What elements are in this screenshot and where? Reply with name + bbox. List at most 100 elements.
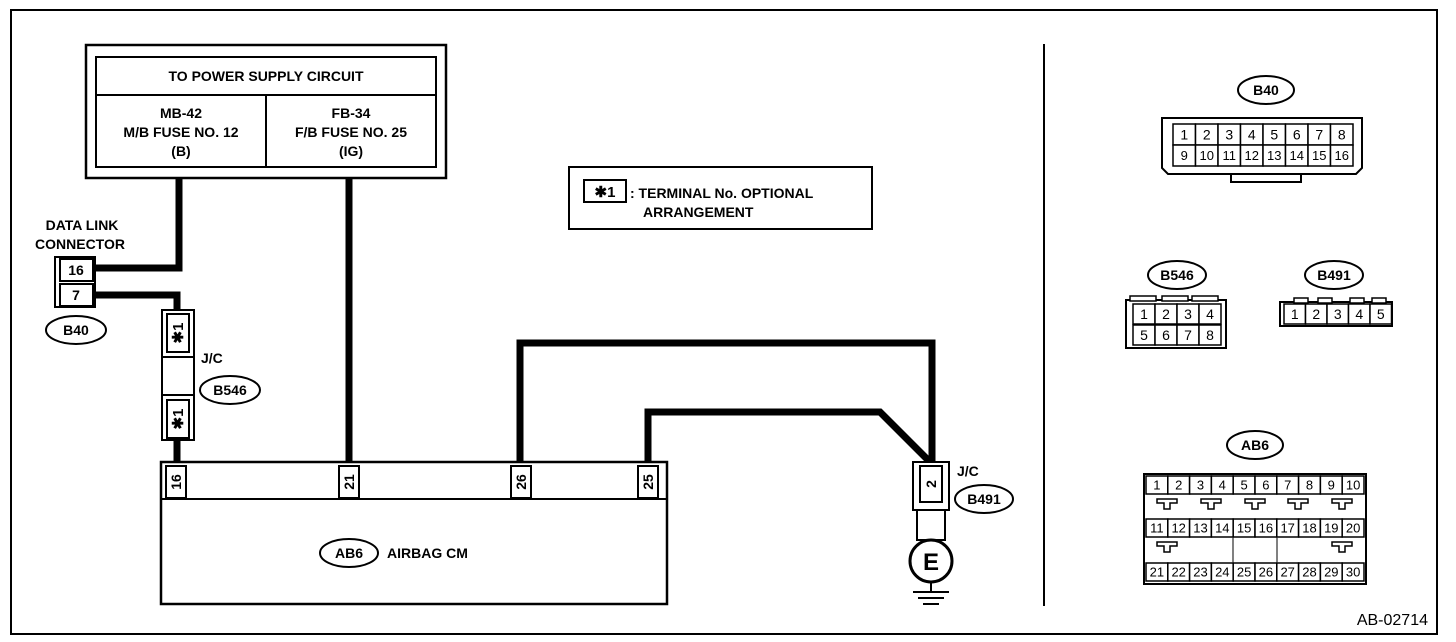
cm-terminal-21: 21: [341, 474, 357, 490]
airbag-cm: 16 21 26 25 AB6 AIRBAG CM: [159, 460, 669, 606]
dlc-pin-7: 7: [72, 287, 80, 303]
ab6-pin-13: 13: [1193, 521, 1207, 536]
b40-pin-6: 6: [1293, 127, 1301, 143]
ab6-view-tag: AB6: [1241, 437, 1269, 453]
b546-pin-1: 1: [1140, 306, 1148, 322]
ab6-pin-2: 2: [1175, 478, 1182, 493]
jc-b546-tag-oval: [199, 375, 261, 405]
ab6-pin-16: 16: [1259, 521, 1273, 536]
jc-b546-label: J/C: [201, 350, 223, 366]
fuse-mb-42-line3: (B): [171, 143, 190, 159]
fuse-fb-34-line2: F/B FUSE NO. 25: [295, 124, 407, 140]
ab6-shorting-clip: [1331, 498, 1353, 510]
b546-housing-tab: [1161, 295, 1189, 302]
b546-tag-oval: [1147, 260, 1207, 290]
ab6-pin-30: 30: [1346, 565, 1360, 580]
b491-housing-tab: [1349, 297, 1365, 304]
b491-pin-cell: [1369, 303, 1393, 325]
jc-b546-tag: B546: [213, 382, 247, 398]
ab6-shorting-clip: [1244, 498, 1266, 510]
b40-pin-3: 3: [1225, 127, 1233, 143]
ab6-pin-12: 12: [1171, 521, 1185, 536]
b491-view-tag: B491: [1317, 267, 1351, 283]
jc-b491-tag-oval: [954, 484, 1014, 514]
outer-frame: [10, 9, 1438, 635]
b40-pin-13: 13: [1267, 148, 1281, 163]
ab6-pin-28: 28: [1302, 565, 1316, 580]
legend-line2: ARRANGEMENT: [643, 204, 754, 220]
b40-pin-5: 5: [1270, 127, 1278, 143]
dlc-pin-16: 16: [68, 262, 84, 278]
b546-view-tag: B546: [1160, 267, 1194, 283]
ground-label: E: [923, 549, 939, 576]
dlc-label-line2: CONNECTOR: [35, 236, 125, 252]
ab6-pin-1: 1: [1153, 478, 1160, 493]
figure-id: AB-02714: [1357, 612, 1428, 629]
b40-pin-1: 1: [1180, 127, 1188, 143]
b491-pin-2: 2: [1312, 306, 1320, 322]
ab6-pin-cell: [1341, 562, 1365, 582]
cm-terminal-16: 16: [168, 474, 184, 490]
ab6-pin-18: 18: [1302, 521, 1316, 536]
legend-box: ✱1 : TERMINAL No. OPTIONAL ARRANGEMENT: [568, 166, 873, 230]
b491-housing-tab: [1371, 297, 1387, 304]
jc-b491-terminal: 2: [923, 480, 939, 488]
b40-pin-12: 12: [1245, 148, 1259, 163]
ab6-shorting-clip: [1287, 498, 1309, 510]
b491-housing-tab: [1293, 297, 1309, 304]
ab6-pin-8: 8: [1306, 478, 1313, 493]
b40-pin-16: 16: [1335, 148, 1349, 163]
legend-line1: : TERMINAL No. OPTIONAL: [630, 185, 814, 201]
b546-pin-8: 8: [1206, 327, 1214, 343]
ab6-pin-3: 3: [1197, 478, 1204, 493]
b40-pin-cell: [1329, 144, 1354, 167]
jc-b546-terminal-top: ✱1: [170, 323, 187, 344]
fuse-mb-42-line2: M/B FUSE NO. 12: [123, 124, 238, 140]
dlc-tag-oval: [45, 315, 107, 345]
cm-terminal-26: 26: [513, 474, 529, 490]
b40-pin-7: 7: [1315, 127, 1323, 143]
ab6-pin-14: 14: [1215, 521, 1229, 536]
b546-housing-tab: [1191, 295, 1219, 302]
ab6-pin-15: 15: [1237, 521, 1251, 536]
b40-pin-4: 4: [1248, 127, 1256, 143]
b40-pin-15: 15: [1312, 148, 1326, 163]
ab6-pin-7: 7: [1284, 478, 1291, 493]
ab6-shorting-clip: [1156, 541, 1178, 553]
ab6-pin-22: 22: [1171, 565, 1185, 580]
wires: [93, 178, 936, 467]
fuse-fb-34-line1: FB-34: [332, 105, 371, 121]
power-supply-box: TO POWER SUPPLY CIRCUIT MB-42 M/B FUSE N…: [84, 43, 448, 180]
ab6-pin-21: 21: [1150, 565, 1164, 580]
dlc-tag: B40: [63, 322, 89, 338]
b546-pin-4: 4: [1206, 306, 1214, 322]
b491-pin-4: 4: [1355, 306, 1363, 322]
b40-pin-14: 14: [1290, 148, 1304, 163]
wire-cm26-to-b491: [516, 339, 936, 464]
b491-pin-3: 3: [1334, 306, 1342, 322]
b40-latch: [1230, 173, 1302, 183]
jc-b491-label: J/C: [957, 463, 979, 479]
b546-housing-tab: [1129, 295, 1157, 302]
jc-b546-terminal-bottom: ✱1: [170, 409, 187, 430]
power-supply-title: TO POWER SUPPLY CIRCUIT: [169, 68, 364, 84]
b40-pin-10: 10: [1200, 148, 1214, 163]
b491-pin-5: 5: [1377, 306, 1385, 322]
b491-housing-tab: [1317, 297, 1333, 304]
b546-pin-6: 6: [1162, 327, 1170, 343]
b40-pin-9: 9: [1181, 148, 1188, 163]
ab6-pin-19: 19: [1324, 521, 1338, 536]
ab6-pin-10: 10: [1346, 478, 1360, 493]
cm-tag-oval: [319, 538, 379, 568]
ab6-pin-5: 5: [1240, 478, 1247, 493]
ab6-pin-25: 25: [1237, 565, 1251, 580]
b546-pin-3: 3: [1184, 306, 1192, 322]
ab6-pin-9: 9: [1328, 478, 1335, 493]
ab6-pin-23: 23: [1193, 565, 1207, 580]
ab6-tag-oval: [1226, 430, 1284, 460]
b491-pin-1: 1: [1291, 306, 1299, 322]
b546-pin-cell: [1198, 324, 1222, 346]
